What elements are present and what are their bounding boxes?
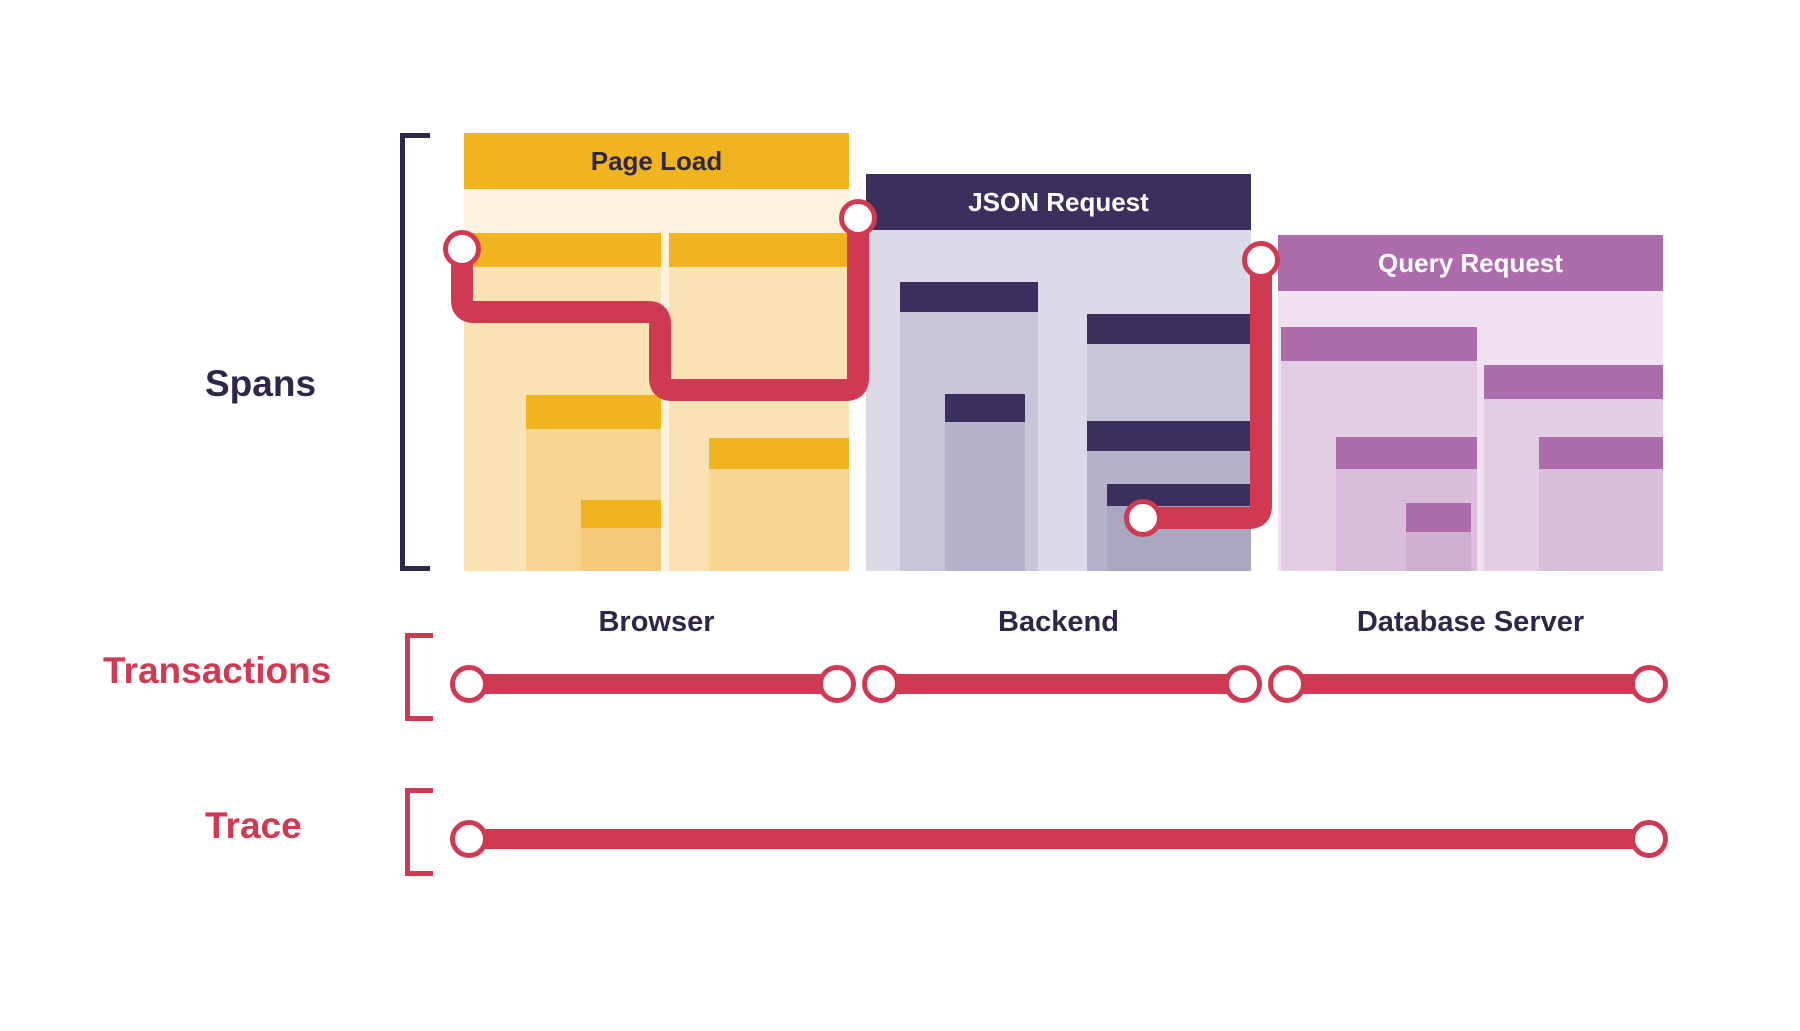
span-backend-b1: [1087, 421, 1251, 571]
span-head: [581, 500, 661, 528]
span-body: [581, 528, 661, 571]
span-head: [464, 233, 661, 267]
span-database-a1a: [1406, 503, 1471, 571]
span-column-browser: Page Load: [464, 133, 849, 571]
span-head: [1484, 365, 1663, 399]
transaction-dot-backend-start[interactable]: [862, 665, 900, 703]
span-head: [1281, 327, 1477, 361]
span-browser-b1: [709, 438, 849, 571]
column-caption-database: Database Server: [1356, 606, 1585, 638]
span-backend-b: [1087, 314, 1251, 571]
transaction-bar-backend[interactable]: [874, 674, 1248, 694]
transaction-dot-database-start[interactable]: [1268, 665, 1306, 703]
span-body: [1406, 532, 1471, 571]
span-body: [1539, 469, 1663, 571]
connector-dot-backend-entry: [839, 199, 877, 237]
connector-dot-database-entry: [1242, 241, 1280, 279]
span-column-database: Query Request: [1278, 235, 1663, 571]
transaction-dot-database-end[interactable]: [1630, 665, 1668, 703]
row-label-trace: Trace: [205, 805, 302, 846]
transaction-bar-browser[interactable]: [462, 674, 842, 694]
span-head: [900, 282, 1038, 312]
column-title-database: Query Request: [1278, 235, 1663, 291]
span-head: [1107, 484, 1251, 506]
span-browser-a1: [526, 395, 661, 571]
span-database-b1: [1539, 437, 1663, 571]
span-head: [1087, 314, 1251, 344]
transaction-dot-backend-end[interactable]: [1224, 665, 1262, 703]
transaction-dot-browser-start[interactable]: [450, 665, 488, 703]
span-body: [709, 469, 849, 571]
span-head: [945, 394, 1025, 422]
span-head: [669, 233, 849, 267]
connector-dot-backend-exit: [1124, 499, 1162, 537]
span-browser-a1a: [581, 500, 661, 571]
span-column-backend: JSON Request: [866, 174, 1251, 571]
span-backend-a: [900, 282, 1038, 571]
span-head: [526, 395, 661, 429]
trace-dot-end[interactable]: [1630, 820, 1668, 858]
span-database-b: [1484, 365, 1663, 571]
bracket-transactions: [405, 633, 433, 721]
row-label-spans: Spans: [205, 363, 317, 404]
span-head: [1336, 437, 1477, 469]
span-head: [1539, 437, 1663, 469]
span-browser-a: [464, 233, 661, 571]
connector-dot-browser-start: [443, 230, 481, 268]
span-database-a: [1281, 327, 1477, 571]
column-title-backend: JSON Request: [866, 174, 1251, 230]
bracket-trace: [405, 788, 433, 876]
bracket-spans: [400, 133, 430, 571]
column-caption-browser: Browser: [598, 606, 715, 638]
span-backend-a1: [945, 394, 1025, 571]
transaction-dot-browser-end[interactable]: [818, 665, 856, 703]
span-body: [945, 422, 1025, 571]
span-head: [1406, 503, 1471, 532]
span-browser-b: [669, 233, 849, 571]
trace-dot-start[interactable]: [450, 820, 488, 858]
span-database-a1: [1336, 437, 1477, 571]
transaction-bar-database[interactable]: [1280, 674, 1654, 694]
column-title-browser: Page Load: [464, 133, 849, 189]
span-head: [1087, 421, 1251, 451]
span-head: [709, 438, 849, 469]
trace-bar[interactable]: [462, 829, 1654, 849]
column-caption-backend: Backend: [998, 606, 1119, 638]
row-label-transactions: Transactions: [103, 650, 332, 691]
